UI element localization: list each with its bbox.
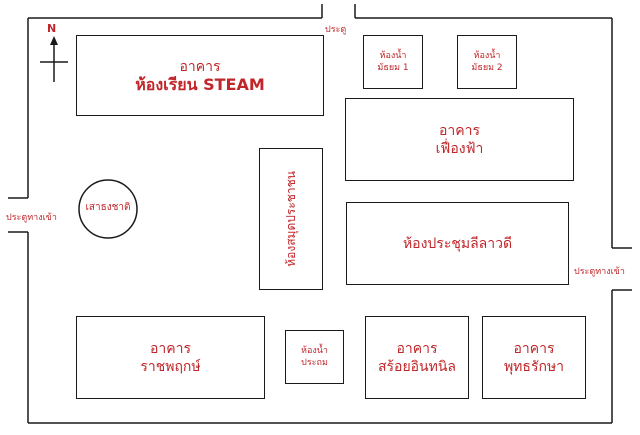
building-steam[interactable]: อาคาร ห้องเรียน STEAM [76,35,324,116]
gate-top-label: ประตู [325,22,347,36]
north-arrow-icon [40,36,68,82]
building-ratchaphruek-line2: ราชพฤกษ์ [140,358,201,375]
building-soiinthanin-line1: อาคาร [396,340,438,357]
restroom-1-line2: มัธยม 1 [377,63,409,73]
restroom-primary[interactable]: ห้องน้ำ ประถม [285,330,344,384]
restroom-2-line2: มัธยม 2 [471,63,503,73]
building-soiinthanin-line2: สร้อยอินทนิล [377,358,457,375]
restroom-secondary-2[interactable]: ห้องน้ำ มัธยม 2 [457,35,517,89]
meeting-room-label: ห้องประชุมลีลาวดี [402,235,513,252]
building-steam-line2: ห้องเรียน STEAM [135,74,265,94]
building-soiinthanin[interactable]: อาคาร สร้อยอินทนิล [365,316,469,399]
flagpole-label: เสาธงชาติ [85,202,131,213]
building-steam-line1: อาคาร [179,58,221,75]
building-fuengfa-line2: เฟื่องฟ้า [435,140,484,157]
building-ratchaphruek-line1: อาคาร [149,340,191,357]
building-meeting-room[interactable]: ห้องประชุมลีลาวดี [346,202,569,285]
restroom-secondary-1[interactable]: ห้องน้ำ มัธยม 1 [363,35,423,89]
building-phutthaksa[interactable]: อาคาร พุทธรักษา [482,316,586,399]
compass-north-label: N [47,22,57,35]
building-fuengfa-line1: อาคาร [438,122,480,139]
building-center-vertical[interactable]: ห้องสมุดประชาชน [259,148,323,290]
building-fuengfa[interactable]: อาคาร เฟื่องฟ้า [345,98,574,181]
building-phutthaksa-line2: พุทธรักษา [503,358,565,375]
gate-right-label: ประตูทางเข้า [574,264,625,278]
flagpole-circle [78,179,138,239]
restroom-1-line1: ห้องน้ำ [379,51,407,61]
building-center-vertical-label: ห้องสมุดประชาชน [284,171,298,267]
gate-left-label: ประตูทางเข้า [6,210,57,224]
restroom-primary-line1: ห้องน้ำ [301,346,328,356]
building-phutthaksa-line1: อาคาร [513,340,555,357]
building-ratchaphruek[interactable]: อาคาร ราชพฤกษ์ [76,316,265,399]
restroom-primary-line2: ประถม [301,358,328,368]
restroom-2-line1: ห้องน้ำ [473,51,501,61]
